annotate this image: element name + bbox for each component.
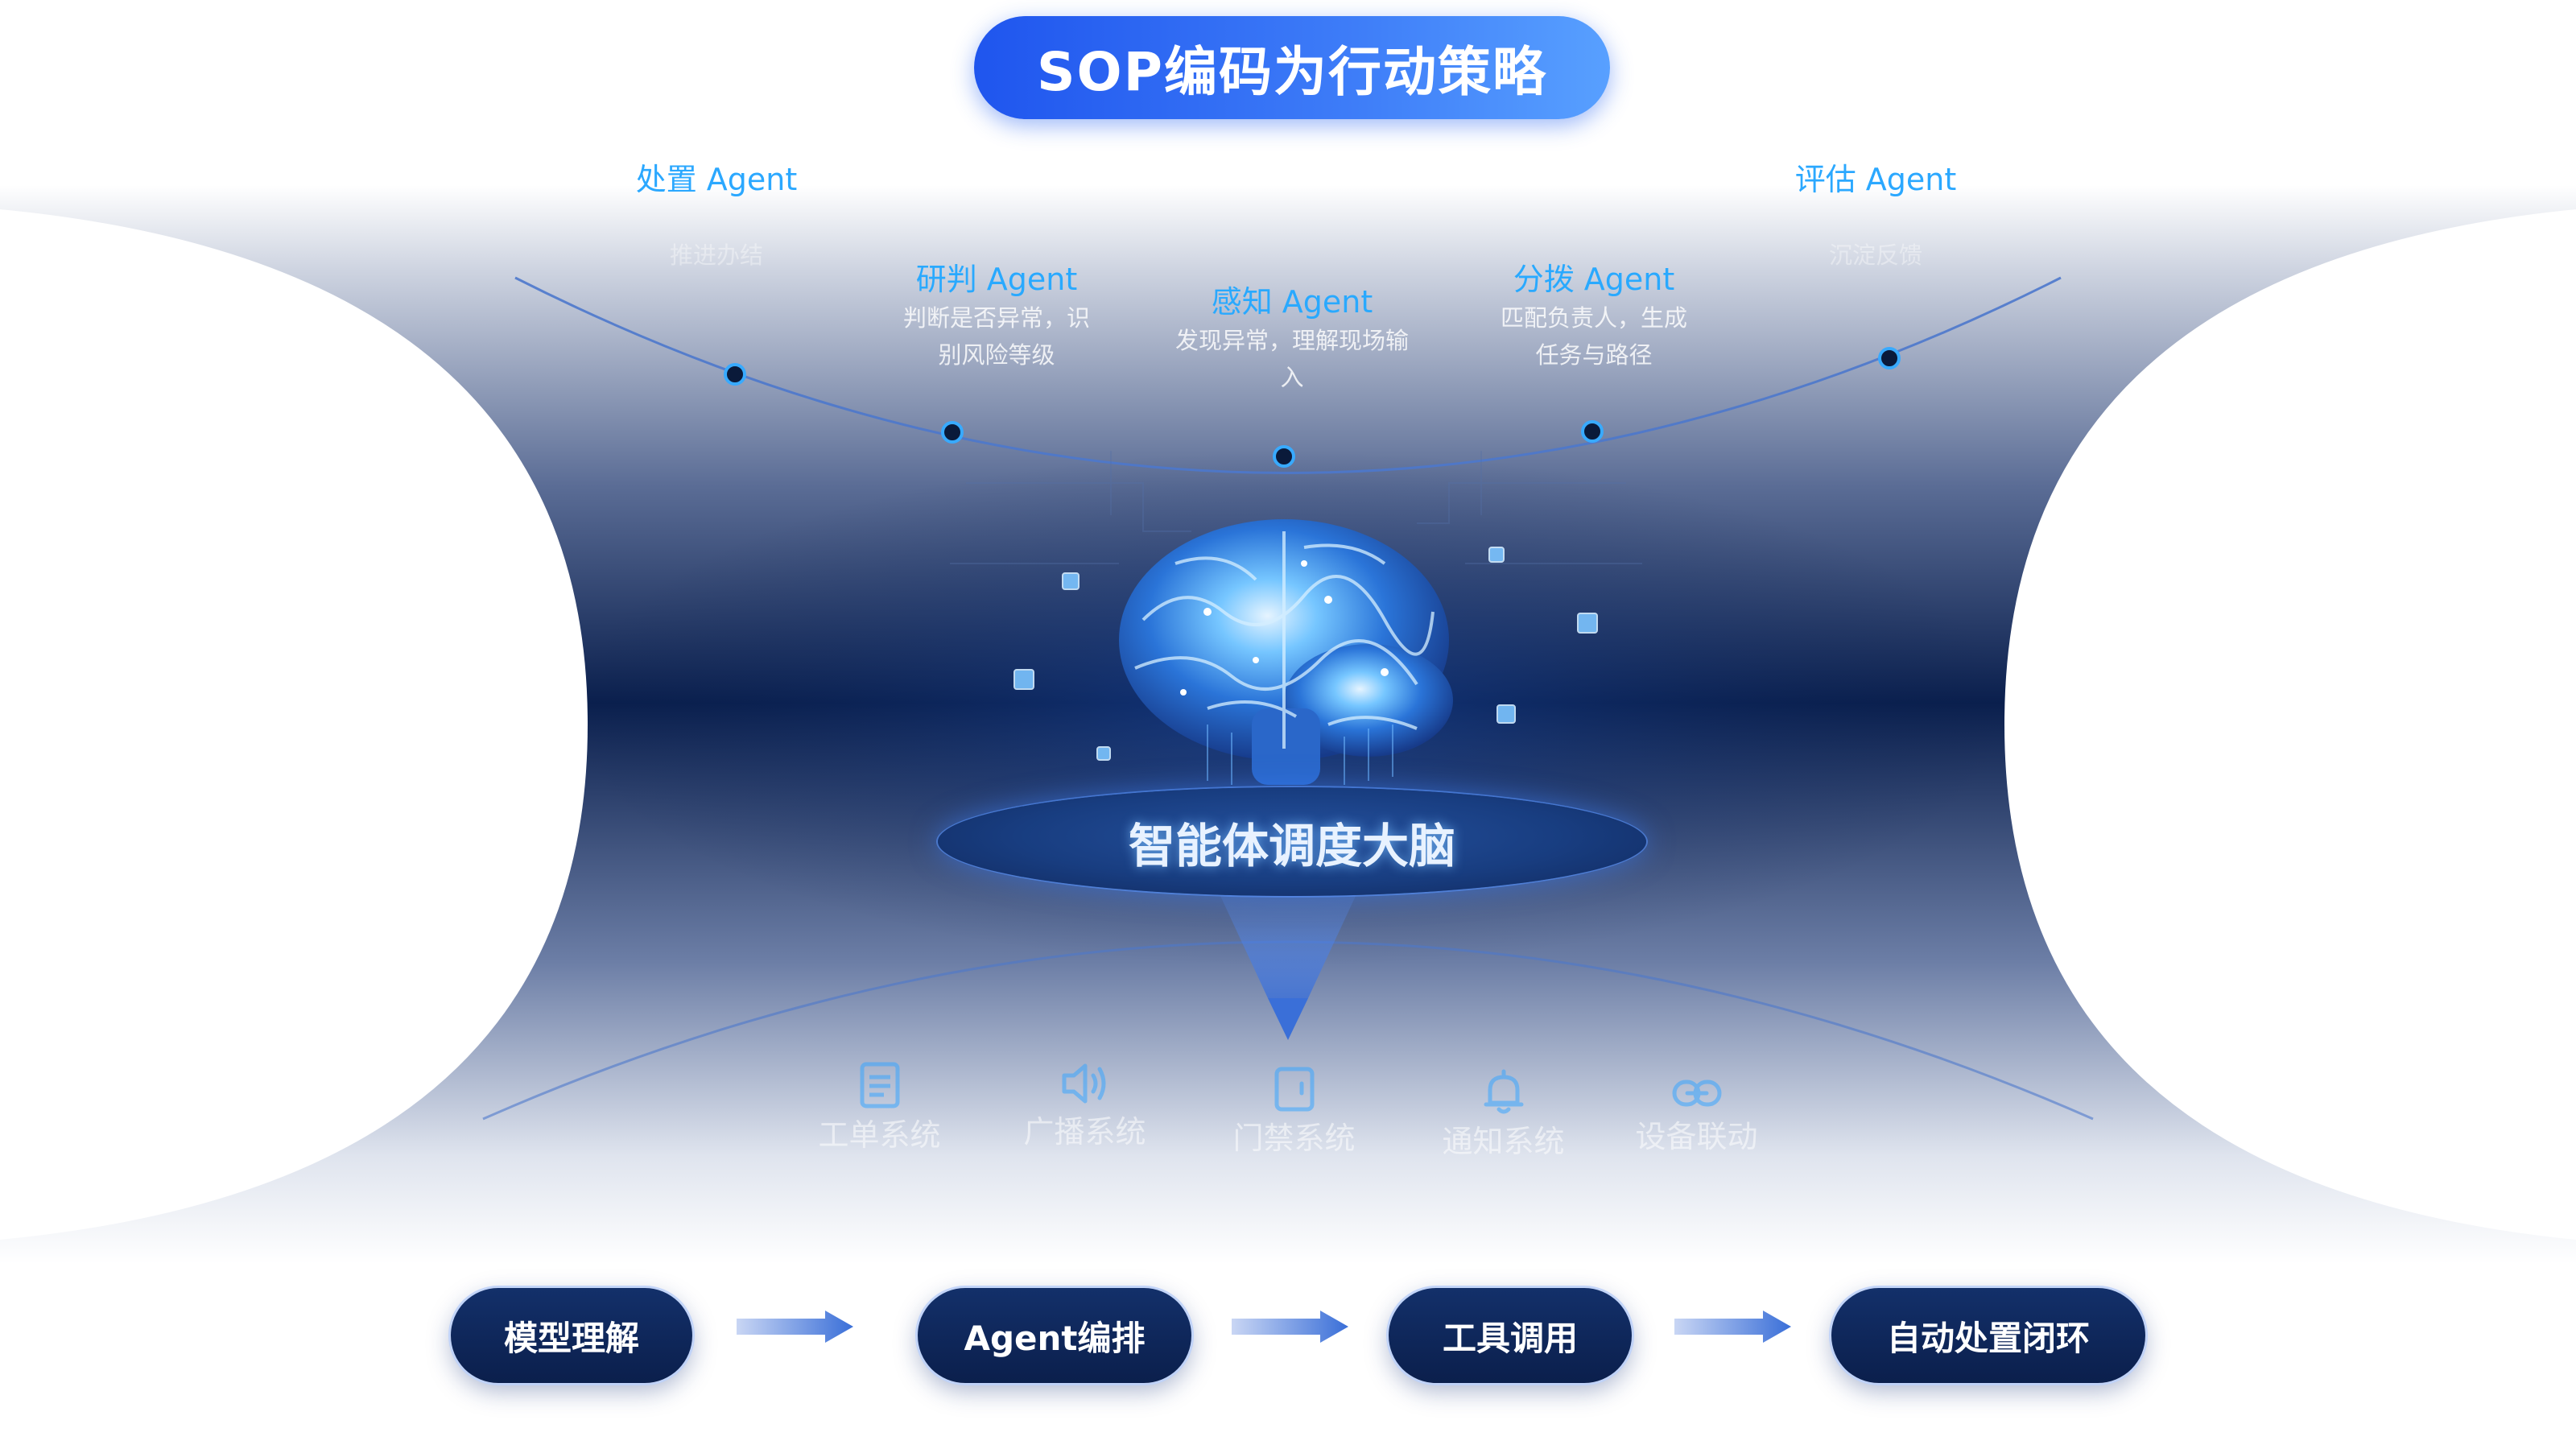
agent-judge: 研判 Agent 判断是否异常，识别风险等级 — [876, 259, 1117, 374]
step-tool-invocation: 工具调用 — [1389, 1288, 1632, 1383]
step-arrows — [737, 1311, 1791, 1343]
document-icon — [860, 1062, 899, 1108]
agent-title: 研判 Agent — [915, 262, 1078, 297]
agent-desc: 沉淀反馈 — [1828, 242, 1922, 269]
system-notify: 通知系统 — [1429, 1069, 1578, 1161]
agent-dispatch: 分拨 Agent 匹配负责人，生成任务与路径 — [1473, 259, 1715, 374]
system-device: 设备联动 — [1622, 1075, 1771, 1156]
agent-evaluate: 评估 Agent 沉淀反馈 — [1739, 159, 2013, 274]
step-agent-orchestration: Agent编排 — [918, 1288, 1191, 1383]
step-model-understanding: 模型理解 — [451, 1288, 692, 1383]
brain-graphic — [1119, 519, 1453, 785]
door-icon — [1274, 1067, 1314, 1112]
system-label: 门禁系统 — [1232, 1121, 1356, 1156]
agent-dispose: 处置 Agent 推进办结 — [580, 159, 853, 274]
agent-title: 感知 Agent — [1211, 284, 1373, 320]
system-broadcast: 广播系统 — [1010, 1061, 1159, 1151]
system-label: 通知系统 — [1442, 1124, 1565, 1159]
system-label: 广播系统 — [1023, 1114, 1146, 1150]
floating-cubes — [1013, 547, 1598, 761]
agent-desc: 推进办结 — [669, 242, 763, 269]
agent-title: 处置 Agent — [635, 162, 798, 197]
page-title: SOP编码为行动策略 — [974, 16, 1610, 119]
agent-desc: 匹配负责人，生成任务与路径 — [1500, 304, 1687, 369]
step-auto-disposal-loop: 自动处置闭环 — [1831, 1288, 2145, 1383]
speaker-icon — [1062, 1063, 1105, 1104]
orbit-nodes — [724, 347, 1901, 468]
bell-icon — [1484, 1069, 1523, 1114]
agent-title: 评估 Agent — [1794, 162, 1957, 197]
system-label: 工单系统 — [818, 1117, 941, 1153]
link-icon — [1672, 1080, 1721, 1107]
system-access: 门禁系统 — [1220, 1066, 1368, 1158]
system-label: 设备联动 — [1635, 1119, 1758, 1154]
agent-title: 分拨 Agent — [1513, 262, 1675, 297]
system-ticket: 工单系统 — [805, 1061, 954, 1154]
agent-perceive: 感知 Agent 发现异常，理解现场输入 — [1167, 282, 1417, 396]
agent-desc: 发现异常，理解现场输入 — [1175, 327, 1410, 391]
dispatch-brain-label: 智能体调度大脑 — [938, 787, 1646, 896]
agent-desc: 判断是否异常，识别风险等级 — [902, 304, 1090, 369]
